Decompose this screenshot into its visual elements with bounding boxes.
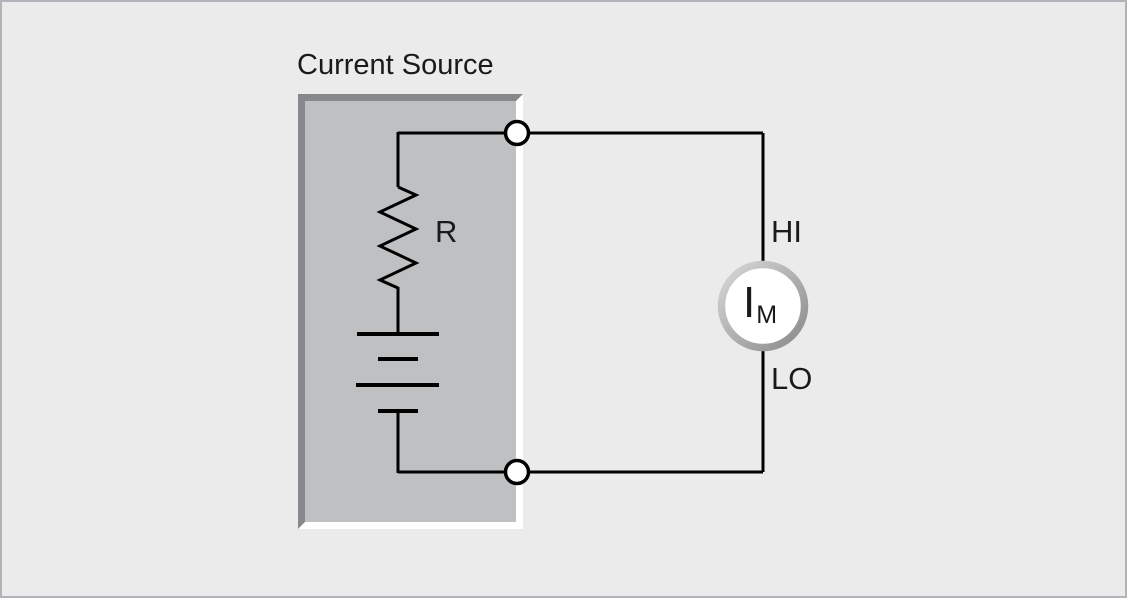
lo-terminal-label: LO — [771, 361, 813, 396]
battery-icon — [356, 332, 439, 413]
hi-terminal-label: HI — [771, 214, 802, 249]
diagram-title: Current Source — [297, 49, 494, 81]
meter-label-text: IM — [742, 278, 778, 329]
ammeter-icon — [717, 260, 809, 352]
meter-label: IM — [718, 261, 808, 351]
meter-label-sub: M — [756, 301, 778, 329]
terminal-bottom-icon — [503, 458, 531, 486]
terminal-top-icon — [503, 119, 531, 147]
wire-loop — [396, 131, 765, 474]
meter-label-main: I — [742, 278, 756, 327]
resistor-icon — [376, 185, 420, 290]
resistor-label: R — [435, 214, 458, 249]
current-source-box — [298, 94, 523, 529]
